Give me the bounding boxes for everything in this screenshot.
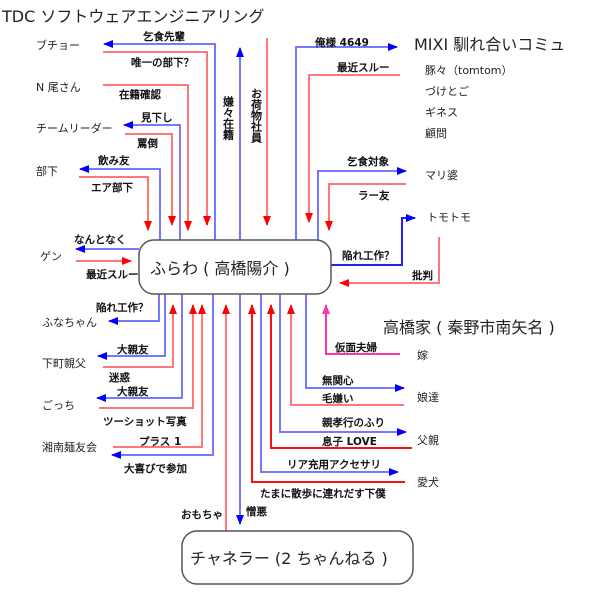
edge-label: ラー友 <box>358 189 390 202</box>
edge-daishinyu2 <box>96 294 183 402</box>
edge-daishinyu1 <box>97 294 166 360</box>
edge-oyorokobi <box>111 294 214 459</box>
edge-oyakoukou <box>279 294 407 436</box>
edge-label: お荷物社員 <box>250 88 264 144</box>
edge-saikin2 <box>305 74 400 223</box>
edge-label: 大喜びで参加 <box>124 462 187 475</box>
edge-plus1 <box>113 304 206 448</box>
edge-oresama <box>295 43 398 240</box>
edge-label: 嫌々在籍 <box>222 95 236 141</box>
edge-riajuu <box>260 294 399 476</box>
edge-musuko <box>267 304 412 449</box>
group-title-family: 高橋家 ( 秦野市南矢名 ) <box>383 318 555 337</box>
node-gen: ゲン <box>40 250 62 263</box>
node-musume: 娘達 <box>417 390 439 404</box>
edge-label: 飲み友 <box>97 154 130 167</box>
edge-label: 親孝行のふり <box>322 416 385 429</box>
edge-nomitomo <box>79 165 161 240</box>
edge-tamani <box>248 304 405 483</box>
edge-label: 見下し <box>140 112 173 124</box>
edge-label: 仮面夫婦 <box>334 341 377 354</box>
edge-kamen <box>322 304 400 355</box>
edge-label: 大親友 <box>117 343 149 356</box>
node-gocchi: ごっち <box>42 398 75 412</box>
node-funachan: ふなちゃん <box>42 316 97 329</box>
group-title-mixi: MIXI 馴れ合いコミュ <box>414 35 565 54</box>
center-node[interactable] <box>138 239 332 295</box>
node-buka: 部下 <box>36 164 58 178</box>
channeler-node[interactable] <box>181 530 414 585</box>
edge-air-buka <box>79 176 152 231</box>
node-nosan: N 尾さん <box>36 81 81 94</box>
node-shonan: 湘南麺友会 <box>42 440 97 454</box>
edge-label: プラス 1 <box>139 435 181 448</box>
node-mixi-member: づけとご <box>425 84 469 98</box>
edge-otoshire1 <box>331 214 416 266</box>
node-aiken: 愛犬 <box>417 475 439 489</box>
node-mixi-member: 豚々（tomtom） <box>425 64 513 77</box>
node-mixi-member: 顧問 <box>425 126 447 140</box>
edge-yuiitsu <box>103 51 211 226</box>
edge-label: 最近スルー <box>337 61 390 74</box>
edge-label: 憎悪 <box>246 505 267 518</box>
edge-label: 唯一の部下？ <box>131 56 194 69</box>
edge-kojiki-senpai <box>103 40 216 240</box>
edge-kegirai <box>287 304 404 406</box>
edge-label: ツーショット写真 <box>103 415 187 428</box>
edge-label: 息子 LOVE <box>322 435 377 448</box>
edge-hihan <box>339 237 440 287</box>
edge-label: リア充用アクセサリ <box>287 458 381 471</box>
edge-label: 批判 <box>412 269 433 282</box>
edge-mukanshin <box>305 294 405 392</box>
edge-zaiseki <box>103 84 192 231</box>
edge-label: 俺様 4649 <box>314 36 369 49</box>
edge-twoshot <box>99 304 197 409</box>
edge-kojiki-taishou <box>317 167 407 240</box>
node-tomotomo: トモトモ <box>427 211 471 224</box>
edge-label: 陥れ工作？ <box>342 249 395 262</box>
edge-label: 毛嫌い <box>322 392 354 405</box>
node-mixi-member: ギネス <box>425 106 458 119</box>
node-chichi: 父親 <box>417 434 439 447</box>
node-buchou: ブチョー <box>36 38 80 52</box>
center-node-label: ふらわ ( 高橋陽介 ) <box>150 259 290 278</box>
edge-label: 大親友 <box>117 385 149 398</box>
edge-batou <box>125 133 176 226</box>
node-maribaba: マリ婆 <box>425 169 458 182</box>
edge-meiwaku <box>103 304 177 368</box>
node-yome: 嫁 <box>417 348 428 362</box>
group-title-tdc: TDC ソフトウェアエンジニアリング <box>1 7 264 26</box>
edge-label: 乞食先輩 <box>143 30 185 43</box>
edge-ratomo <box>325 183 406 231</box>
edge-label: エア部下 <box>91 181 133 194</box>
channeler-node-label: チャネラー (2 ちゃんねる ) <box>190 549 388 568</box>
edge-label: 最近スルー <box>86 268 139 281</box>
edge-label: 無関心 <box>322 374 354 387</box>
edge-label: 迷惑 <box>108 371 130 384</box>
edge-mikudashi <box>123 121 181 240</box>
edge-label: 乞食対象 <box>347 155 389 168</box>
edge-label: 在籍確認 <box>119 88 161 101</box>
edge-label: なんとなく <box>74 234 126 246</box>
edge-label: たまに散歩に連れだす下僕 <box>260 487 386 500</box>
edge-label: 罵倒 <box>137 137 158 150</box>
edge-label: 陥れ工作？ <box>96 301 149 314</box>
edge-otoshire2 <box>108 294 160 325</box>
node-leader: チームリーダー <box>36 121 113 135</box>
edge-label: おもちゃ <box>181 509 223 521</box>
node-shitamachi: 下町親父 <box>42 357 86 370</box>
